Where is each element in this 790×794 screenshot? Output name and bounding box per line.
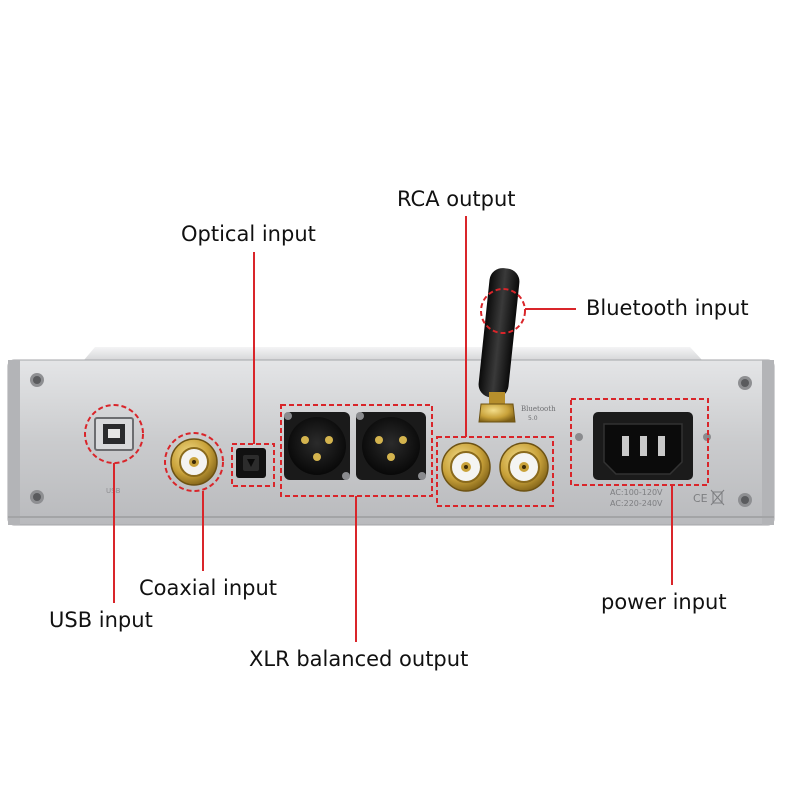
usb-port-icon <box>94 417 134 451</box>
screw-icon <box>738 493 752 507</box>
ac-voltage-print-1: AC:100-120V <box>610 488 663 497</box>
power-inlet-icon <box>575 412 711 480</box>
coaxial-jack-icon <box>170 438 218 486</box>
optical-port-icon <box>236 448 266 478</box>
chassis-top <box>84 347 702 360</box>
bluetooth-version-print: 5.0 <box>528 415 538 422</box>
screw-icon <box>30 490 44 504</box>
power-input-label: power input <box>601 590 727 614</box>
screw-icon <box>30 373 44 387</box>
xlr-connector-icon <box>284 412 350 480</box>
screw-icon <box>738 376 752 390</box>
chassis-left-rail <box>8 360 20 525</box>
optical-input-label: Optical input <box>181 222 316 246</box>
rca-output-label: RCA output <box>397 187 516 211</box>
bluetooth-antenna-icon <box>478 268 520 423</box>
ac-voltage-print-2: AC:220-240V <box>610 499 663 508</box>
usb-callout-circle <box>84 404 144 464</box>
xlr-callout-box <box>280 404 433 497</box>
bluetooth-panel-print: Bluetooth <box>521 405 556 413</box>
ce-mark-print: CE <box>693 492 708 505</box>
weee-bin-icon <box>710 489 725 506</box>
rca-jack-icon <box>441 442 491 492</box>
chassis-right-rail <box>762 360 774 525</box>
rca-jack-icon <box>499 442 549 492</box>
coaxial-input-label: Coaxial input <box>139 576 278 600</box>
power-callout-box <box>570 398 709 486</box>
coaxial-callout-circle <box>164 432 224 492</box>
usb-input-label: USB input <box>49 608 153 632</box>
xlr-connector-icon <box>356 412 426 480</box>
rca-callout-box <box>436 436 554 507</box>
bluetooth-callout-circle <box>480 288 526 334</box>
bluetooth-input-label: Bluetooth input <box>586 296 749 320</box>
xlr-output-label: XLR balanced output <box>249 647 469 671</box>
